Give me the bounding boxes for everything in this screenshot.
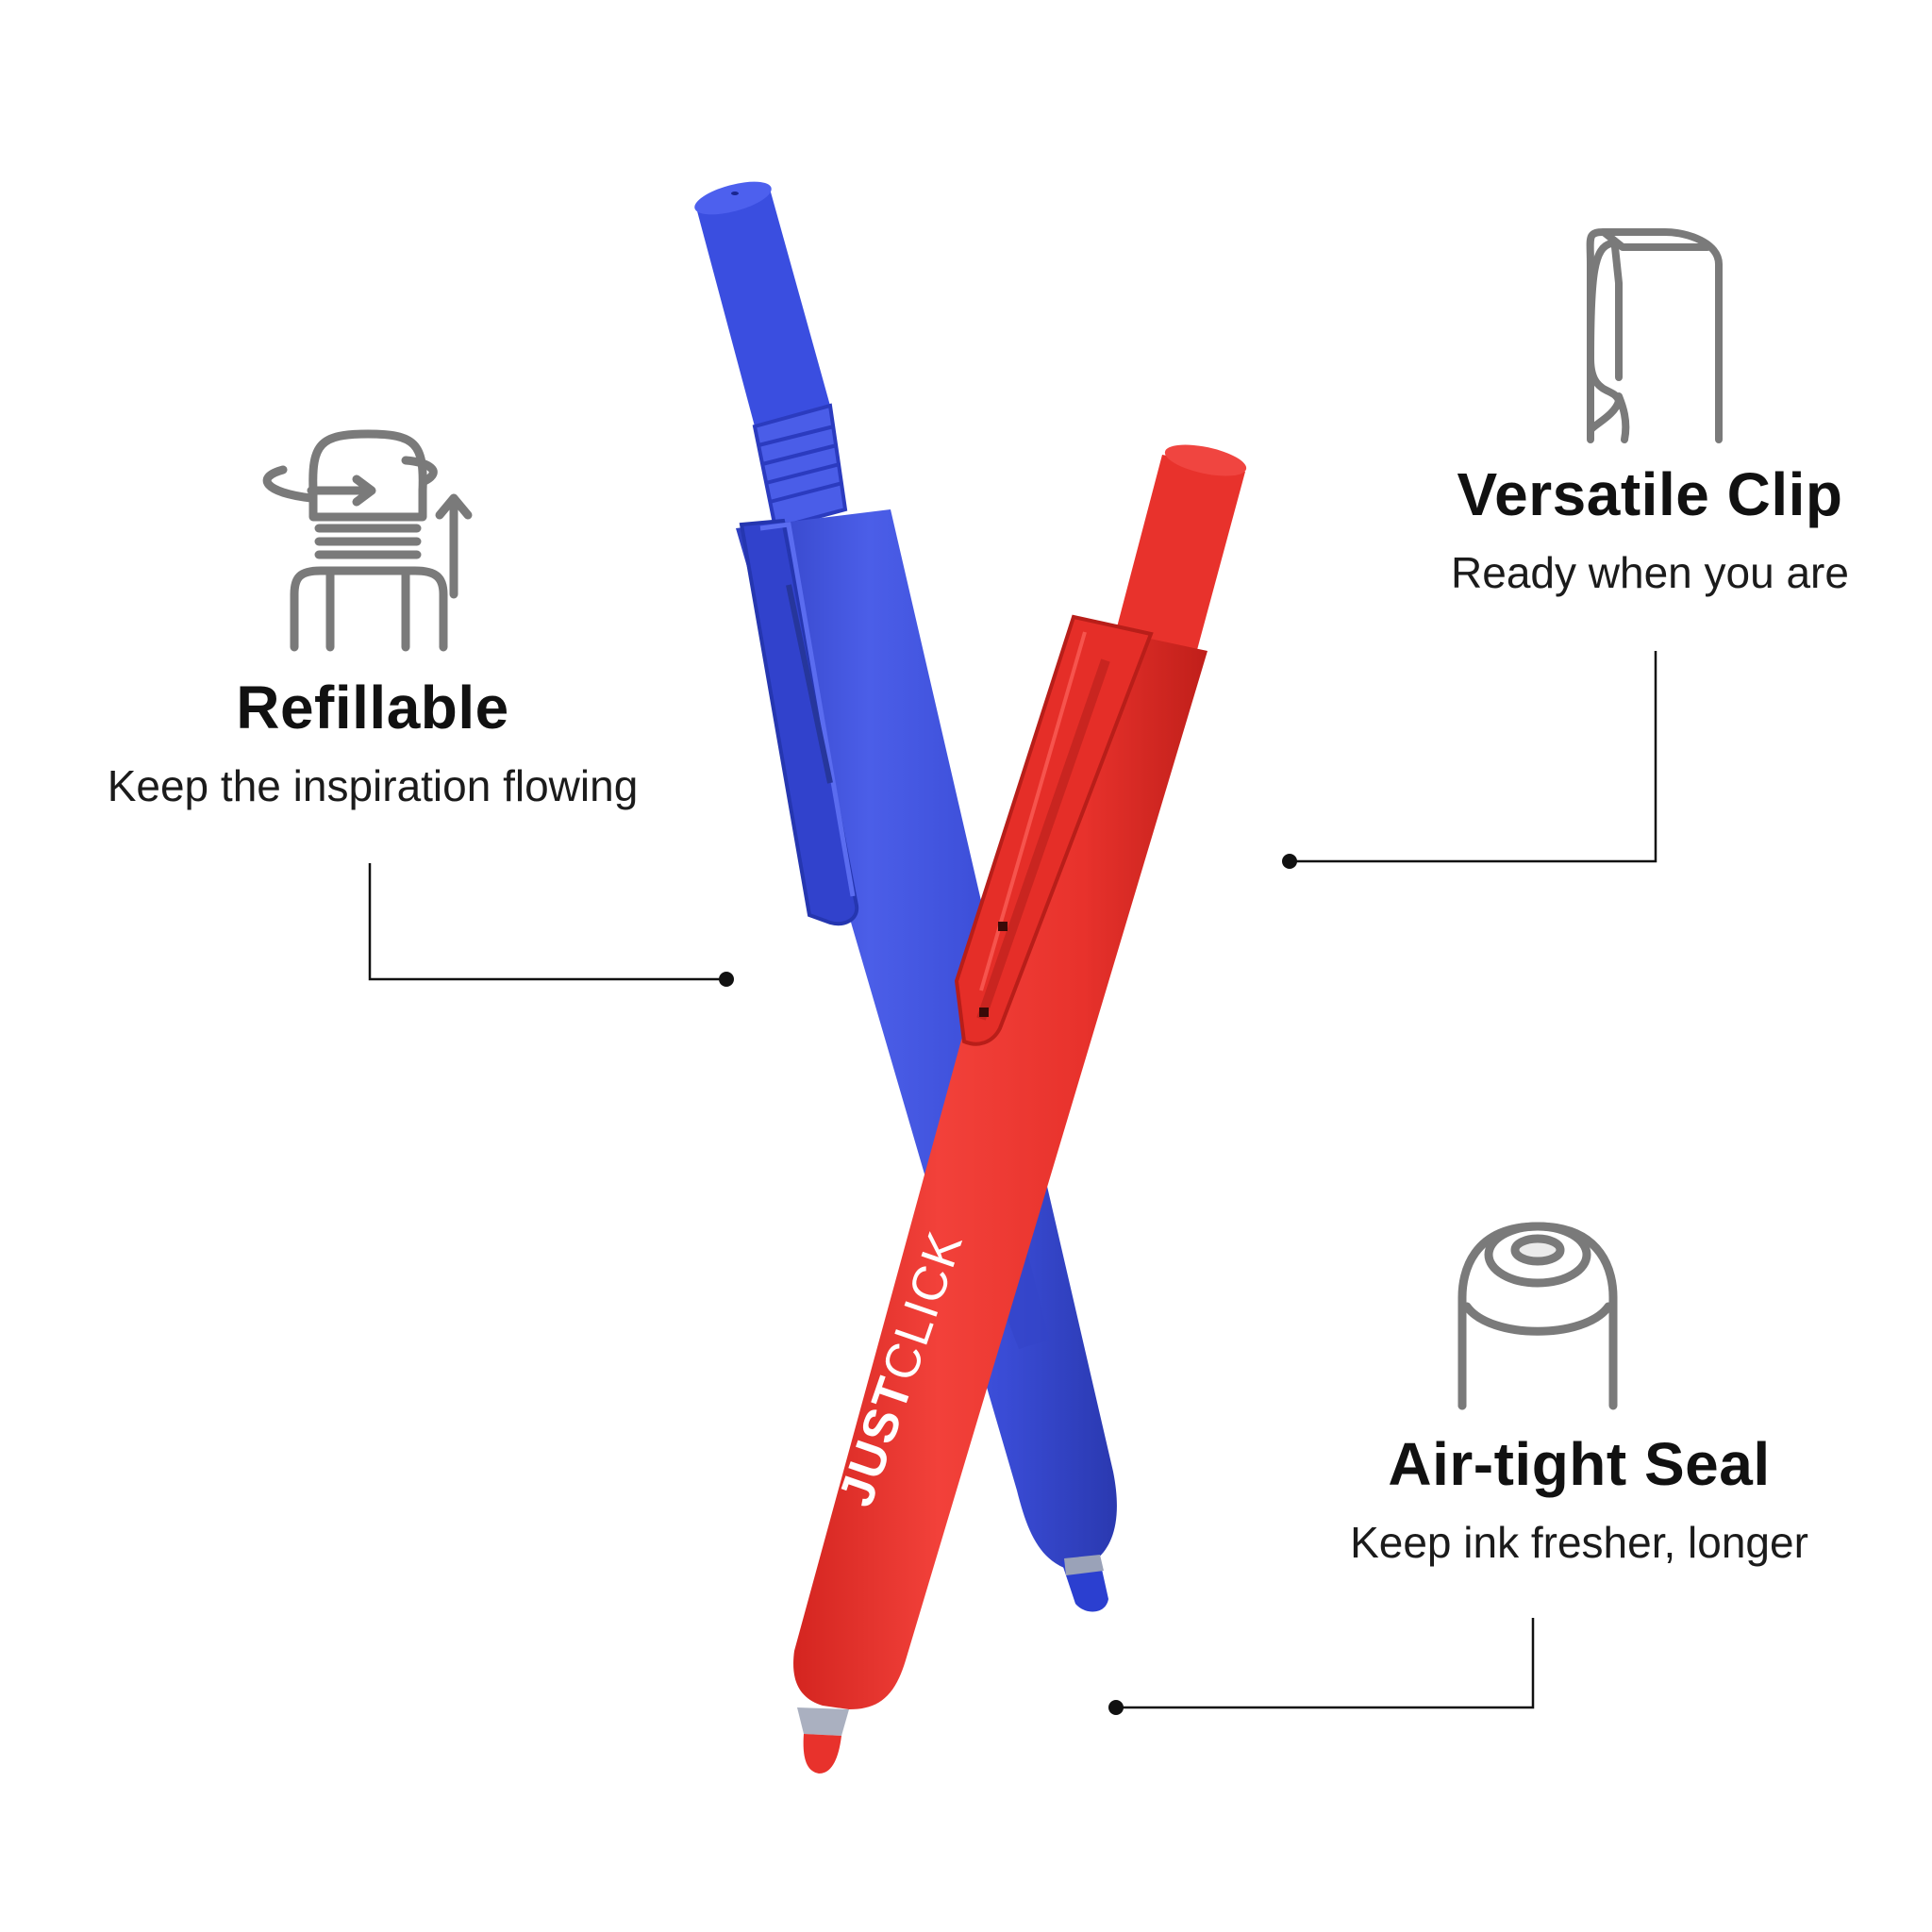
blue-pen-spring	[752, 403, 848, 531]
leader-line-refillable	[368, 863, 734, 987]
blue-pen-clip	[739, 518, 859, 925]
blue-pen-body	[694, 181, 1117, 1612]
feature-title-refillable: Refillable	[236, 674, 509, 741]
feature-title-clip: Versatile Clip	[1457, 460, 1843, 528]
feature-subtitle-clip: Ready when you are	[1451, 548, 1849, 597]
leader-line-clip	[1282, 651, 1657, 869]
blue-pen-plunger	[696, 189, 830, 426]
feature-seal: Air-tight Seal Keep ink fresher, longer	[1226, 1434, 1932, 1564]
feature-subtitle-refillable: Keep the inspiration flowing	[107, 761, 639, 810]
red-pen-tip	[797, 1707, 849, 1736]
feature-title-seal: Air-tight Seal	[1388, 1430, 1771, 1498]
leader-line-seal	[1108, 1618, 1535, 1715]
red-pen-barrel	[793, 623, 1208, 1709]
pen-clip-icon	[1586, 228, 1723, 443]
pen-cap-seal-icon	[1457, 1222, 1618, 1410]
red-pen-plunger	[1113, 455, 1245, 660]
red-pen-body: JUSTCLICK	[793, 444, 1247, 1774]
refill-cartridge-icon	[262, 429, 473, 652]
feature-clip: Versatile Clip Ready when you are	[1368, 464, 1932, 594]
feature-subtitle-seal: Keep ink fresher, longer	[1350, 1518, 1808, 1567]
feature-refillable: Refillable Keep the inspiration flowing	[0, 677, 745, 808]
